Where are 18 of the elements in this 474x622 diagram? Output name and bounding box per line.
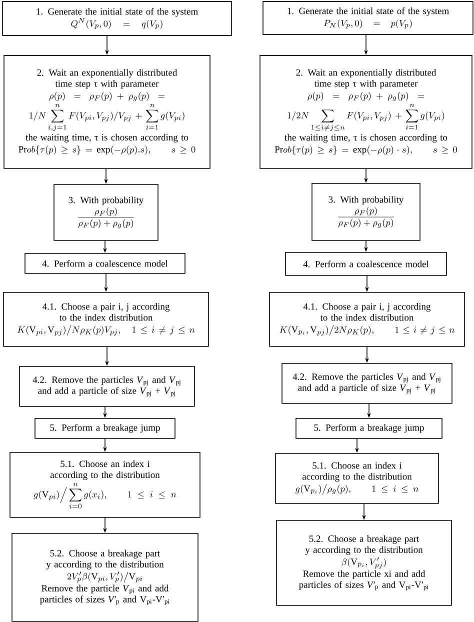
process-box: 5.1. Choose an index i according to the distribution $g(\mathrm{V}_{p_i})\big/\rho_g(p), \qquad 1\leq i\leq n$ xyxy=(275,453,439,504)
process-box: 3. With probability $\frac{\rho_F(p)}{\rho_F(p)+\rho_g(p)}$ xyxy=(312,183,420,241)
process-box: 4. Perform a coalescence model xyxy=(24,253,186,274)
process-box: 4.2. Remove the particles V$_{pj}$ and V$_{pj}$ and add a particle of size V$_{pj}$ + V$_{pj}$ xyxy=(19,366,195,407)
process-box: 5. Perform a breakage jump xyxy=(34,418,176,439)
process-box: 3. With probability $\frac{\rho_F(p)}{\rho_F(p)+\rho_g(p)}$ xyxy=(54,184,158,241)
process-box: 2. Wait an exponentially distributed time step τ with parameter $\rho(p) = \rho_F(p) + \rho_g(p) =$ $1/N \sum_{i,j=1}^{n} F(V_{pi},V_{pj})/V_{pj} + \sum_{i=1}^{n} g(V_{pi})$ the waiting time, τ is chosen according to $\mathrm{Pr}ob\{\tau(p)\geq s\} = \exp(-\rho(p).s), \qquad s\geq 0$ xyxy=(4,55,210,169)
process-box: 4.1. Choose a pair i, j according to the index distribution $K(\mathrm{V}_{p_i},\mathrm{V}_{pj})\big/2N\rho_K(p), \qquad 1\leq i\neq j\leq n$ xyxy=(269,292,465,347)
process-box: 1. Generate the initial state of the system $Q^N(V_p,0) = q(V_p)$ xyxy=(2,1,232,36)
process-box: 5. Perform a breakage jump xyxy=(296,418,442,439)
process-box: 5.1. Choose an index i according to the distribution $g(\mathrm{V}_{pi})\Big/\sum_{i=0}^{n} g(x_i), \qquad 1\leq i\leq n$ xyxy=(10,452,200,518)
process-box: 4.1. Choose a pair i, j according to the index distribution $K(\mathrm{V}_{pi},\mathrm{V}_{pj})\big/N\rho_K(p)V_{pj}, \quad 1\leq i\neq j\leq n$ xyxy=(3,292,209,347)
process-box: 5.2. Choose a breakage part y according to the distribution $\beta(\mathrm{V}_{p_i},V'_{pj})$ Remove the particle xi and add particles of sizes V′$_{p}$ and V$_{pi}$-V′$_{pi}$ xyxy=(276,520,452,606)
process-box: 4. Perform a coalescence model xyxy=(285,252,447,276)
process-box: 4.2. Remove the particles V$_{pj}$ and V$_{pj}$ and add a particle of size V$_{pj}$ + V$_{pj}$ xyxy=(282,363,452,404)
process-box: 5.2. Choose a breakage part y according to the distribution $2V'_p\beta(\mathrm{V}_{pi},V'_p)\big/\mathrm{V}_{pi}$ Remove the particle V$_{pi}$ and add particles of sizes V′$_{p}$ and V$_{pi}$-V′$_{pi}$ xyxy=(12,533,198,622)
process-box: 2. Wait an exponentially distributed time step τ with parameter $\rho(p) = \rho_F(p) + \rho_g(p) =$ $1/2N \sum_{1\leq i\neq j\leq n} F(V_{pi},V_{pj}) + \sum_{i=1}^{n} g(V_{pi})$ the waiting time, τ is chosen according to $\mathrm{Pr}ob\{\tau(p)\geq s\} = \exp(-\rho(p)\cdot s), \qquad s\geq 0$ xyxy=(260,55,472,169)
process-box: 1. Generate the initial state of the system $P_N(V_p,0) = p(V_p)$ xyxy=(262,1,474,35)
